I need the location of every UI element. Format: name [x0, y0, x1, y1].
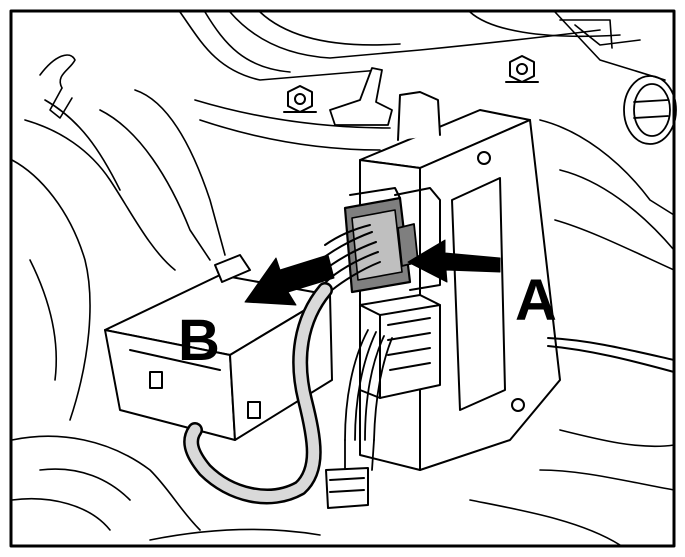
arrow-a-press-icon: [407, 239, 501, 283]
clip-bracket: [329, 67, 393, 126]
diagram-border: [9, 9, 676, 548]
callout-label-b: B: [178, 308, 220, 373]
lower-connector: [359, 294, 441, 399]
callout-label-a: A: [515, 268, 557, 333]
lower-wire-bundle: [344, 329, 393, 471]
mounting-nut-left: [283, 85, 317, 113]
vent-outlet: [623, 75, 677, 145]
release-connector: [343, 187, 441, 294]
harness-plug: [325, 467, 369, 509]
vehicle-body-background: [11, 11, 675, 546]
mounting-nut-right: [505, 55, 539, 83]
arrow-b-pull-icon: [244, 254, 335, 306]
